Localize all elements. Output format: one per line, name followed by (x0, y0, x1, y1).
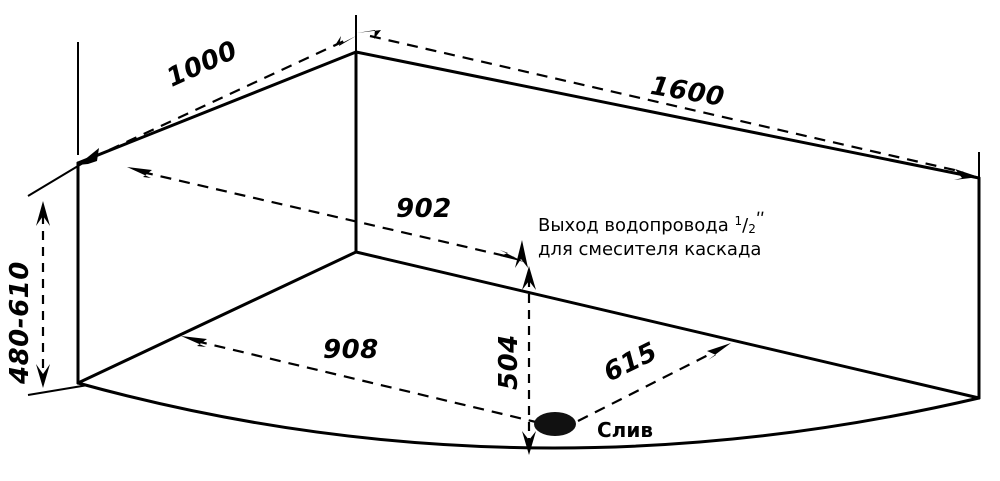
dimension-1000-arrow-left (78, 148, 99, 165)
dimension-908-arrow-left (181, 336, 207, 347)
dimension-615-line (577, 349, 719, 422)
dimension-902-arrow-left (127, 167, 152, 178)
dimension-908-line (195, 339, 537, 424)
bottom-edge-left (76, 250, 358, 385)
water-outlet-arrow (515, 240, 528, 268)
dimension-480-610-label: 480-610 (5, 261, 35, 384)
dimension-615-group (577, 343, 731, 422)
dimension-615-arrow-right (707, 343, 731, 360)
rim-edge-top-left (76, 50, 358, 165)
dimension-480-610-arrow-up (36, 201, 50, 226)
front-apron-curve (76, 381, 981, 450)
fraction-denominator: 2 (748, 222, 756, 236)
dimension-902-line (141, 170, 515, 260)
bathtub-body-outline (76, 50, 981, 450)
water-outlet-note-prefix: Выход водопровода (538, 215, 735, 236)
fraction-numerator: 1 (734, 214, 743, 228)
dimension-1600-line (369, 34, 964, 174)
dimension-504-label: 504 (494, 334, 524, 390)
dimension-1000-line (91, 40, 345, 159)
drain-label: Слив (597, 418, 653, 442)
height-ext-bottom (27, 384, 89, 396)
dimension-504-group (522, 266, 536, 455)
bottom-edge-right (354, 250, 981, 400)
inch-mark-symbol: ʹʹ (755, 210, 765, 231)
rim-edge-top-right (354, 50, 981, 180)
dimension-908-group (181, 336, 537, 424)
dimension-908-label: 908 (323, 335, 379, 365)
water-outlet-note-line2: для смесителя каскада (538, 239, 762, 261)
water-outlet-note: Выход водопровода 1/2ʹʹ для смесителя ка… (538, 209, 765, 263)
drain-hole-icon (534, 412, 576, 436)
dimension-902-label: 902 (396, 194, 452, 224)
fraction-slash: / (742, 215, 749, 236)
dimension-1600-arrow-right (954, 169, 979, 180)
dimension-480-610-arrow-down (36, 364, 50, 388)
dimension-1000-arrow-right (334, 36, 356, 47)
water-outlet-note-line1: Выход водопровода 1/2ʹʹ (538, 209, 765, 238)
dimension-1600-arrow-left (357, 30, 381, 39)
dimension-1600-group (357, 30, 979, 180)
dimension-504-arrow-down (522, 431, 536, 455)
half-inch-fraction: 1/2 (735, 213, 756, 238)
dimension-1000-group (78, 36, 356, 165)
dimension-902-group (127, 167, 528, 268)
dimension-480-610-group (36, 201, 50, 388)
dimension-504-arrow-up (522, 266, 536, 290)
